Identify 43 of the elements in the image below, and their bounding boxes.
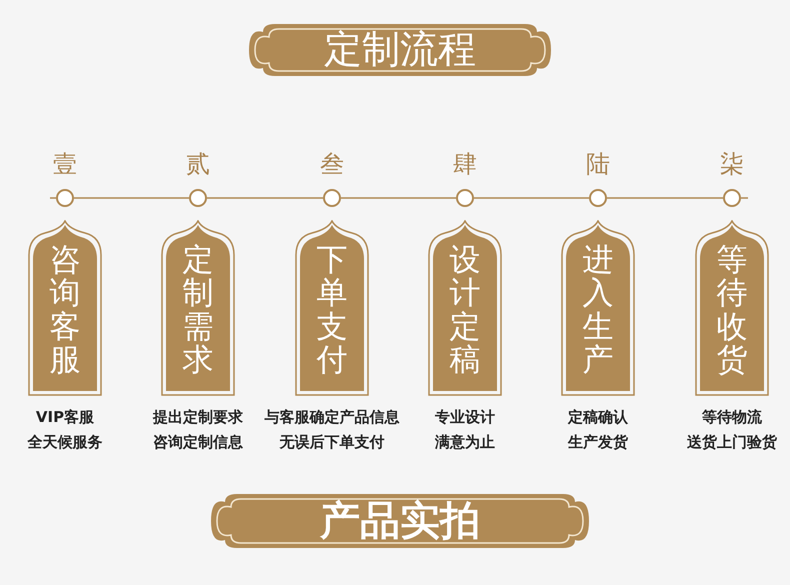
- step-caption: 无误后下单支付: [280, 433, 384, 452]
- timeline-line: [607, 197, 723, 199]
- step-title: 定制需求: [182, 244, 214, 378]
- step-number: 贰: [186, 149, 210, 180]
- step-caption: 定稿确认: [568, 408, 628, 427]
- step-caption: 提出定制要求: [153, 408, 243, 427]
- step-caption: 与客服确定产品信息: [264, 408, 400, 427]
- step-number: 柒: [720, 149, 744, 180]
- timeline-dot: [456, 189, 474, 207]
- step-title: 咨询客服: [49, 244, 81, 378]
- timeline-line: [474, 197, 589, 199]
- banner-title: 定制流程: [323, 27, 477, 73]
- timeline-dot: [589, 189, 607, 207]
- step-number: 叁: [320, 149, 344, 180]
- step-caption: 专业设计: [435, 408, 495, 427]
- step-number: 陆: [586, 149, 610, 180]
- step-number: 壹: [53, 149, 77, 180]
- step-caption: 全天候服务: [28, 433, 102, 452]
- timeline-line: [74, 197, 189, 199]
- timeline-dot: [723, 189, 741, 207]
- step-title: 下单支付: [316, 244, 348, 378]
- timeline-line: [341, 197, 456, 199]
- banner-title: 产品实拍: [318, 497, 481, 545]
- timeline-dot: [323, 189, 341, 207]
- step-title: 进入生产: [582, 244, 614, 378]
- timeline-dot: [189, 189, 207, 207]
- step-card: [695, 220, 769, 396]
- step-card: [28, 220, 102, 396]
- step-number: 肆: [453, 149, 477, 180]
- timeline-dot: [56, 189, 74, 207]
- step-card: [561, 220, 635, 396]
- step-card: [428, 220, 502, 396]
- step-card: [161, 220, 235, 396]
- step-card: [295, 220, 369, 396]
- step-title: 等待收货: [716, 244, 748, 378]
- step-caption: 送货上门验货: [687, 433, 777, 452]
- step-caption: 满意为止: [435, 433, 495, 452]
- step-caption: 等待物流: [702, 408, 762, 427]
- step-caption: VIP客服: [36, 408, 94, 427]
- step-title: 设计定稿: [449, 244, 481, 378]
- timeline-line: [207, 197, 323, 199]
- step-caption: 咨询定制信息: [153, 433, 243, 452]
- step-caption: 生产发货: [568, 433, 628, 452]
